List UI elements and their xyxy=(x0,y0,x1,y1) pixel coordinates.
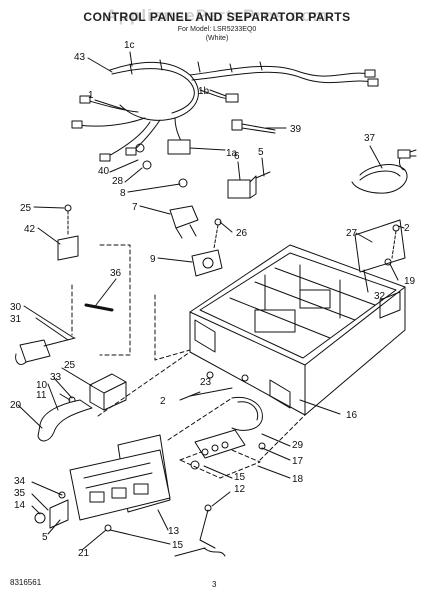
part-39-rod xyxy=(231,119,276,134)
callout: 33 xyxy=(50,372,62,383)
callout: 12 xyxy=(234,484,246,495)
callout: 15 xyxy=(234,472,246,483)
callout: 18 xyxy=(292,474,304,485)
callout: 8 xyxy=(120,188,126,199)
part-32-solenoid xyxy=(68,373,127,411)
callout: 30 xyxy=(10,302,22,313)
assembly-guides xyxy=(97,351,306,461)
callout: 25 xyxy=(20,203,32,214)
callout: 31 xyxy=(10,314,22,325)
part-42-clip xyxy=(57,204,79,261)
callout: 10 xyxy=(36,380,48,391)
callout: 5 xyxy=(258,147,264,158)
callout: 6 xyxy=(234,151,240,162)
callout: 2 xyxy=(160,396,166,407)
part-12-control-panel xyxy=(34,434,226,557)
callout: 26 xyxy=(236,228,248,239)
callout: 1a xyxy=(226,148,238,159)
wire-harness xyxy=(71,59,379,170)
console-housing xyxy=(189,244,406,416)
callout: 36 xyxy=(110,268,122,279)
callout: 20 xyxy=(10,400,22,411)
callout: 1 xyxy=(88,90,94,101)
callout: 1b xyxy=(198,86,210,97)
callout: 29 xyxy=(292,440,304,451)
watermark: AppliancePartsPros.com xyxy=(105,6,329,25)
callout: 25 xyxy=(64,360,76,371)
callout: 13 xyxy=(168,526,180,537)
callout: 17 xyxy=(292,456,304,467)
callout: 40 xyxy=(98,166,110,177)
callout: 34 xyxy=(14,476,26,487)
leader-lines xyxy=(17,51,405,557)
callout: 27 xyxy=(346,228,358,239)
callout: 19 xyxy=(404,276,416,287)
callout: 37 xyxy=(364,133,376,144)
callout: 23 xyxy=(200,377,212,388)
color-line: (White) xyxy=(205,35,229,42)
callout: 15 xyxy=(172,540,184,551)
callout-labels: 43 1c 1b 1 39 1a 40 28 37 5 6 8 7 25 42 … xyxy=(10,40,416,559)
callout: 35 xyxy=(14,488,26,499)
callout: 43 xyxy=(74,52,86,63)
model-line: For Model: LSR5233EQ0 xyxy=(177,26,257,33)
callout: 9 xyxy=(150,254,156,265)
callout: 21 xyxy=(78,548,90,559)
part-7-component xyxy=(169,178,199,239)
callout: 1c xyxy=(124,40,135,51)
page-title: CONTROL PANEL AND SEPARATOR PARTS xyxy=(83,10,351,24)
callout: 16 xyxy=(346,410,358,421)
part-27-bracket xyxy=(354,219,406,273)
page-number: 3 xyxy=(212,580,217,589)
part-20-screw xyxy=(189,371,249,397)
part-16-harness xyxy=(179,396,266,479)
callout: 32 xyxy=(374,291,386,302)
callout: 28 xyxy=(112,176,124,187)
callout: 7 xyxy=(132,202,138,213)
callout: 42 xyxy=(24,224,36,235)
callout: 2 xyxy=(404,223,410,234)
callout: 14 xyxy=(14,500,26,511)
callout: 39 xyxy=(290,124,302,135)
document-number: 8316561 xyxy=(10,578,42,587)
part-36-rod xyxy=(71,244,191,361)
part-6-bracket xyxy=(227,171,271,199)
callout: 5 xyxy=(42,532,48,543)
part-37-power-cord xyxy=(351,149,417,194)
part-10-strap xyxy=(37,399,93,442)
part-31-knob xyxy=(15,337,76,365)
callout: 11 xyxy=(36,390,47,401)
part-9-switch xyxy=(191,218,223,277)
